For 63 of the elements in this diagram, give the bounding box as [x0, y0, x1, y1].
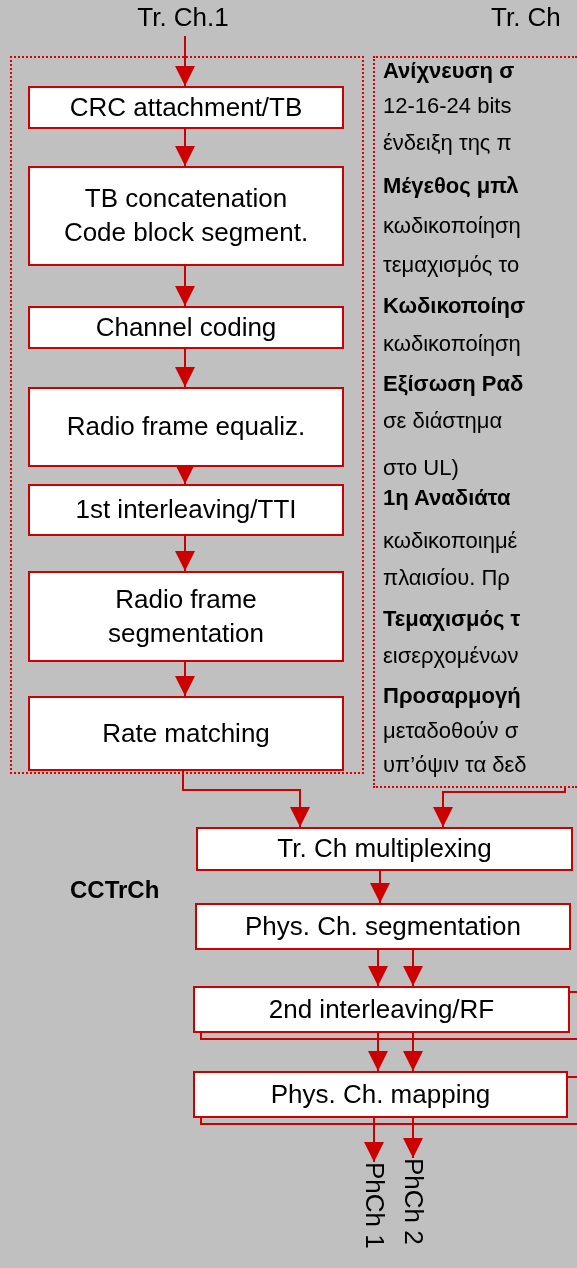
channel-label: Tr. Ch.1: [123, 2, 243, 36]
box-label: Phys. Ch. mapping: [270, 1077, 491, 1111]
arrow: [368, 949, 388, 987]
process-box: [28, 696, 344, 771]
box-label: CRC attachment/TB: [69, 90, 303, 124]
process-box: [28, 484, 344, 536]
process-box: [28, 306, 344, 349]
arrow: [433, 787, 566, 828]
description-text: κωδικοποίηση: [383, 213, 521, 239]
channel-label: PhCh 1: [360, 1162, 390, 1268]
description-text: σε διάστημα: [383, 408, 503, 434]
arrow: [403, 1117, 423, 1159]
arrow: [370, 870, 390, 904]
arrow: [403, 949, 423, 987]
description-text: Μέγεθος μπλ: [383, 173, 519, 199]
description-text: κωδικοποιημέ: [383, 528, 518, 554]
process-box: [28, 387, 344, 467]
description-text: μεταδοθούν σ: [383, 718, 519, 744]
description-text: 1η Αναδιάτα: [383, 485, 511, 511]
process-box: [28, 571, 344, 662]
description-text: κωδικοποίηση: [383, 331, 521, 357]
description-text: Τεμαχισμός τ: [383, 606, 521, 632]
arrow: [403, 1032, 423, 1072]
description-text: ένδειξη της π: [383, 130, 512, 156]
box-label: 1st interleaving/TTI: [75, 493, 297, 527]
arrow: [364, 1117, 384, 1163]
description-text: εισερχομένων: [383, 643, 519, 669]
box-label: Radio frame segmentation: [106, 582, 266, 650]
arrow: [175, 661, 195, 697]
process-box: [195, 903, 571, 950]
box-label: Rate matching: [102, 716, 270, 750]
process-box: [193, 986, 570, 1033]
description-text: Προσαρμογή: [383, 683, 521, 709]
box-label: 2nd interleaving/RF: [268, 992, 495, 1026]
description-text: 12-16-24 bits: [383, 93, 512, 119]
description-text: Κωδικοποίησ: [383, 293, 526, 319]
box-label: Radio frame equaliz.: [66, 410, 306, 444]
box-label: Phys. Ch. segmentation: [244, 909, 521, 943]
description-text: υπ’όψιν τα δεδ: [383, 752, 527, 778]
arrow: [175, 128, 195, 167]
process-box: [196, 827, 573, 871]
description-text: στο UL): [383, 455, 459, 481]
channel-label: PhCh 2: [399, 1158, 429, 1264]
arrow: [175, 348, 195, 388]
channel-label: Tr. Ch: [491, 2, 561, 33]
group-label: CCTrCh: [70, 876, 160, 904]
box-label: TB concatenation: [84, 182, 288, 216]
description-text: τεμαχισμός το: [383, 252, 520, 278]
process-box: [28, 86, 344, 129]
arrow: [175, 535, 195, 572]
description-text: Εξίσωση Ραδ: [383, 371, 524, 397]
process-box: [193, 1071, 568, 1118]
box-label: Tr. Ch multiplexing: [277, 832, 492, 866]
arrow: [175, 265, 195, 307]
arrow: [368, 1032, 388, 1072]
box-label: Channel coding: [95, 310, 277, 344]
group-frame: [10, 56, 364, 774]
text-panel: [373, 56, 577, 788]
description-text: πλαισίου. Πρ: [383, 565, 510, 591]
arrow: [175, 35, 195, 87]
process-box: [28, 166, 344, 266]
description-text: Ανίχνευση σ: [383, 58, 515, 84]
box-label: Code block segment.: [63, 216, 309, 249]
